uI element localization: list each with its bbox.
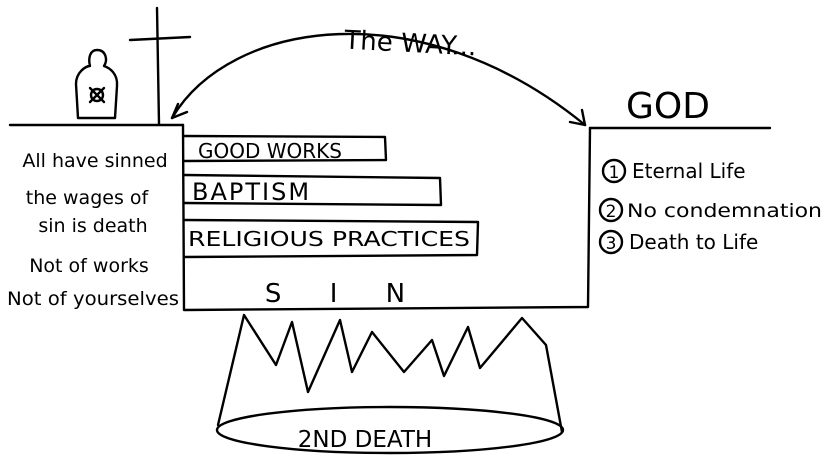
pit-ellipse xyxy=(215,405,565,455)
person-icon xyxy=(74,48,119,120)
flames-outline xyxy=(216,313,564,434)
verse-5: Not of yourselves xyxy=(7,288,179,310)
attempt-good-works: GOOD WORKS xyxy=(182,134,388,163)
number-circle-icon xyxy=(598,229,624,255)
verse-2: the wages of xyxy=(26,187,150,209)
attempt-religious-practices: RELIGIOUS PRACTICES xyxy=(182,218,480,259)
benefit-text: Death to Life xyxy=(629,230,758,254)
way-arc xyxy=(170,32,587,127)
verse-4: Not of works xyxy=(29,255,149,277)
benefit-3: 3 Death to Life xyxy=(598,229,758,255)
attempt-baptism: BAPTISM xyxy=(182,173,443,207)
benefit-text: No condemnation xyxy=(627,200,822,222)
benefit-2: 2 No condemnation xyxy=(598,197,822,223)
cross-horizontal xyxy=(128,35,192,42)
attempt-label: RELIGIOUS PRACTICES xyxy=(188,227,470,251)
flames-illustration: 2ND DEATH xyxy=(215,313,565,455)
cross-vertical xyxy=(155,6,161,126)
left-verses: All have sinned the wages of sin is deat… xyxy=(7,150,179,310)
way-label: The WAY... xyxy=(343,26,477,63)
number-circle-icon xyxy=(601,158,627,184)
benefit-number: 3 xyxy=(606,234,617,254)
way-arrowhead-left xyxy=(170,102,189,120)
verse-1: All have sinned xyxy=(22,150,167,172)
attempt-label: BAPTISM xyxy=(192,178,311,206)
number-circle-icon xyxy=(598,197,624,223)
benefit-1: 1 Eternal Life xyxy=(601,158,746,184)
second-death-label: 2ND DEATH xyxy=(298,427,432,453)
verse-3: sin is death xyxy=(38,215,147,237)
gap-outline xyxy=(181,123,592,312)
benefit-number: 1 xyxy=(609,163,620,183)
benefits-list: 1 Eternal Life 2 No condemnation 3 Death… xyxy=(598,158,822,255)
benefit-number: 2 xyxy=(606,202,617,222)
god-label: GOD xyxy=(626,86,710,127)
attempt-label: GOOD WORKS xyxy=(198,139,342,163)
way-arrowhead-right xyxy=(568,108,587,127)
sin-label: S I N xyxy=(265,279,425,309)
benefit-text: Eternal Life xyxy=(632,159,746,183)
